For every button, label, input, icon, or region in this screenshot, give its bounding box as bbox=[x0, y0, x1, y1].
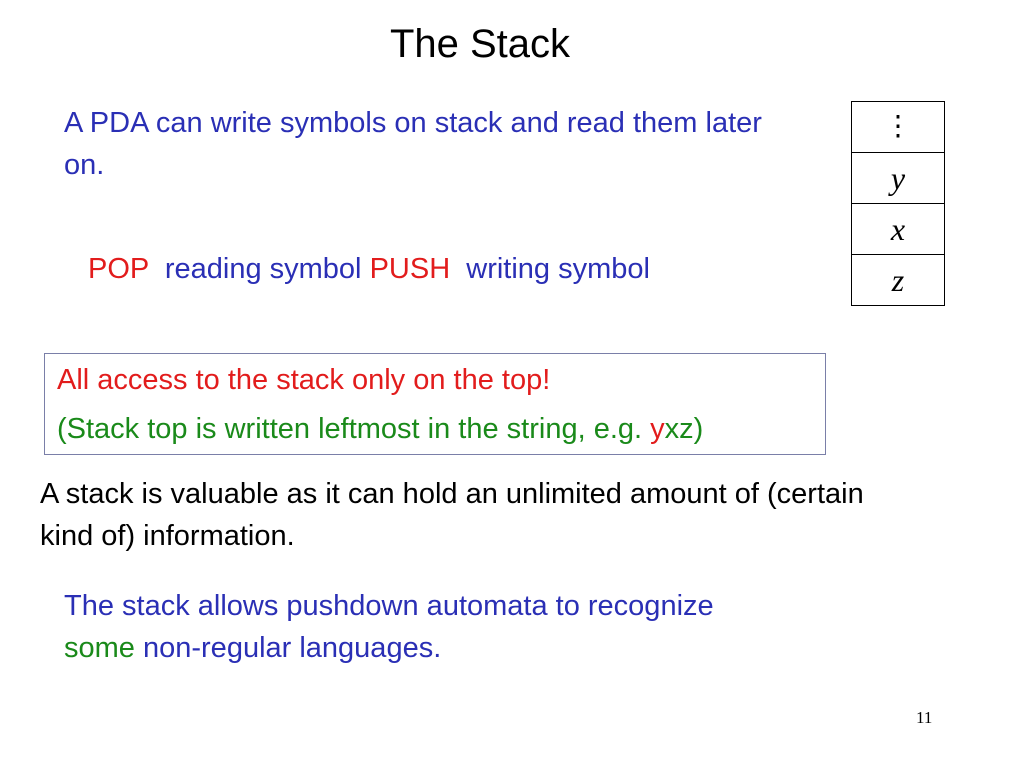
push-label: PUSH bbox=[369, 253, 451, 285]
access-rule: All access to the stack only on the top! bbox=[57, 364, 551, 396]
intro-text: A PDA can write symbols on stack and rea… bbox=[64, 107, 762, 181]
pop-description: reading symbol bbox=[164, 253, 362, 285]
closing-part-2: non-regular languages. bbox=[142, 632, 442, 664]
pop-push-line: POP reading symbol PUSH writing symbol bbox=[88, 253, 650, 286]
stack-top-example-y: y bbox=[650, 413, 665, 445]
push-description: writing symbol bbox=[466, 253, 650, 285]
stack-cell-y: y bbox=[851, 152, 945, 204]
stack-top-note: (Stack top is written leftmost in the st… bbox=[57, 413, 703, 446]
page-number: 11 bbox=[916, 708, 933, 727]
stack-cell-ellipsis: ⋮ bbox=[851, 101, 945, 153]
stack-value-paragraph: A stack is valuable as it can hold an un… bbox=[40, 478, 864, 552]
stack-cell-z: z bbox=[851, 254, 945, 306]
closing-part-some: some bbox=[64, 632, 135, 664]
closing-part-1: The stack allows pushdown automata to re… bbox=[64, 590, 714, 622]
stack-top-example-rest: xz) bbox=[664, 413, 704, 445]
stack-cell-x: x bbox=[851, 203, 945, 255]
stack-top-note-prefix: (Stack top is written leftmost in the st… bbox=[57, 413, 651, 445]
stack-diagram: ⋮ y x z bbox=[851, 101, 945, 306]
pop-label: POP bbox=[88, 253, 149, 285]
closing-paragraph: The stack allows pushdown automata to re… bbox=[64, 585, 864, 669]
access-note-box: All access to the stack only on the top!… bbox=[44, 353, 826, 455]
slide-title: The Stack bbox=[389, 22, 571, 66]
